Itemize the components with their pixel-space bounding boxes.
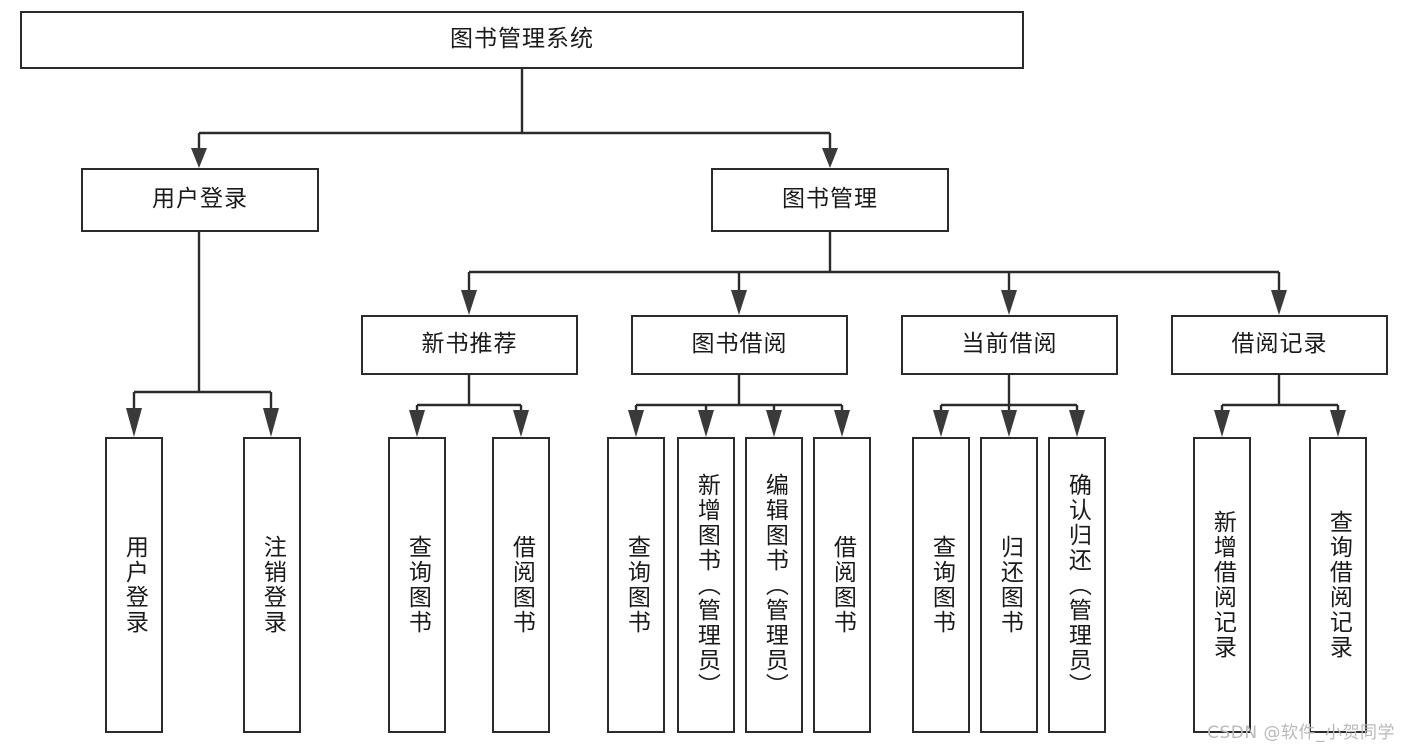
- leaf-book-borrow-1[interactable]: 查询图书: [607, 437, 665, 733]
- arrowhead-ul-2: [263, 408, 279, 437]
- arrowhead-cb-1: [933, 410, 949, 437]
- node-borrow-records-label: 借阅记录: [1231, 331, 1328, 358]
- leaf-label: 归还图书: [996, 535, 1023, 635]
- leaf-current-borrow-1[interactable]: 查询图书: [912, 437, 970, 733]
- arrowhead-ul-1: [126, 408, 142, 437]
- arrowhead-user-login: [191, 148, 207, 168]
- leaf-label: 新增借阅记录: [1209, 510, 1236, 660]
- leaf-user-login-2[interactable]: 注销登录: [243, 437, 301, 733]
- node-book-management[interactable]: 图书管理: [711, 168, 949, 232]
- node-book-management-label: 图书管理: [782, 186, 878, 213]
- node-root-label: 图书管理系统: [450, 26, 594, 53]
- node-new-book-recommend-label: 新书推荐: [421, 331, 518, 358]
- node-new-book-recommend[interactable]: 新书推荐: [361, 315, 578, 375]
- node-current-borrow[interactable]: 当前借阅: [901, 315, 1118, 375]
- arrowhead-l3-1: [461, 290, 477, 315]
- leaf-label: 新增图书（管理员）: [693, 472, 720, 698]
- arrowhead-l3-4: [1271, 290, 1287, 315]
- arrowhead-nbr-1: [409, 410, 425, 437]
- arrowhead-bb-3: [766, 410, 782, 437]
- leaf-new-book-recommend-1[interactable]: 查询图书: [388, 437, 446, 733]
- node-borrow-records[interactable]: 借阅记录: [1171, 315, 1388, 375]
- node-book-borrow-label: 图书借阅: [691, 331, 788, 358]
- arrowhead-nbr-2: [513, 410, 529, 437]
- leaf-label: 借阅图书: [829, 535, 856, 635]
- arrowhead-cb-2: [1001, 410, 1017, 437]
- leaf-label: 查询图书: [623, 535, 650, 635]
- leaf-borrow-records-1[interactable]: 新增借阅记录: [1193, 437, 1251, 733]
- arrowhead-bb-1: [628, 410, 644, 437]
- node-user-login[interactable]: 用户登录: [81, 168, 319, 232]
- leaf-label: 注销登录: [259, 535, 286, 635]
- leaf-label: 查询借阅记录: [1325, 510, 1352, 660]
- leaf-user-login-1[interactable]: 用户登录: [105, 437, 163, 733]
- arrowhead-bb-2: [698, 410, 714, 437]
- leaf-label: 确认归还（管理员）: [1064, 472, 1091, 698]
- leaf-label: 用户登录: [121, 535, 148, 635]
- arrowhead-br-1: [1214, 410, 1230, 437]
- arrowhead-bb-4: [834, 410, 850, 437]
- arrowhead-br-2: [1330, 410, 1346, 437]
- leaf-book-borrow-2[interactable]: 新增图书（管理员）: [677, 437, 735, 733]
- node-current-borrow-label: 当前借阅: [961, 331, 1058, 358]
- arrowhead-l3-3: [1001, 290, 1017, 315]
- leaf-label: 查询图书: [928, 535, 955, 635]
- node-root[interactable]: 图书管理系统: [20, 11, 1024, 69]
- node-user-login-label: 用户登录: [152, 186, 248, 213]
- arrowhead-l3-2: [731, 290, 747, 315]
- arrowhead-cb-3: [1069, 410, 1085, 437]
- leaf-label: 借阅图书: [508, 535, 535, 635]
- leaf-borrow-records-2[interactable]: 查询借阅记录: [1309, 437, 1367, 733]
- watermark: CSDN @软件_小贺同学: [1207, 723, 1395, 743]
- leaf-label: 查询图书: [404, 535, 431, 635]
- leaf-book-borrow-4[interactable]: 借阅图书: [813, 437, 871, 733]
- leaf-current-borrow-3[interactable]: 确认归还（管理员）: [1048, 437, 1106, 733]
- leaf-label: 编辑图书（管理员）: [761, 472, 788, 698]
- leaf-new-book-recommend-2[interactable]: 借阅图书: [492, 437, 550, 733]
- node-book-borrow[interactable]: 图书借阅: [631, 315, 848, 375]
- leaf-current-borrow-2[interactable]: 归还图书: [980, 437, 1038, 733]
- arrowhead-book-manage: [822, 148, 838, 168]
- leaf-book-borrow-3[interactable]: 编辑图书（管理员）: [745, 437, 803, 733]
